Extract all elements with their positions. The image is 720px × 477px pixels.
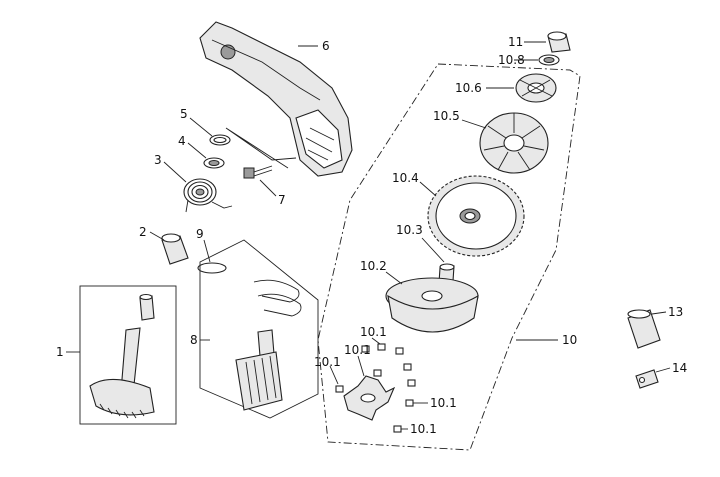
callout-5: 5 [180, 107, 188, 121]
part-10-8-clutch-plate[interactable] [515, 73, 557, 103]
part-10-group-boundary [317, 63, 581, 451]
callout-4: 4 [178, 134, 186, 148]
callout-10-1-b: 10.1 [430, 396, 457, 410]
part-10-7-fan-disc[interactable] [479, 112, 549, 174]
callout-12: 11 [508, 35, 523, 49]
callout-10-8: 10.6 [455, 81, 482, 95]
part-3-kick-spring[interactable] [183, 178, 233, 213]
callout-10-5: 10.3 [396, 223, 423, 237]
part-13-spacer[interactable] [627, 309, 661, 349]
part-1-kick-shaft-assembly[interactable] [79, 285, 177, 425]
callout-14: 14 [672, 361, 687, 375]
callout-6: 6 [322, 39, 330, 53]
callout-10-6: 10.4 [392, 171, 419, 185]
callout-10-1-a: 10.1 [314, 355, 341, 369]
callout-9: 9 [196, 227, 204, 241]
callout-10-7: 10.5 [433, 109, 460, 123]
part-9-o-ring[interactable] [197, 262, 227, 274]
callout-2: 2 [139, 225, 147, 239]
callout-10-4: 10.2 [360, 259, 387, 273]
callout-10-2: 10.1 [344, 343, 371, 357]
callout-3: 3 [154, 153, 162, 167]
callout-8: 8 [190, 333, 198, 347]
part-6-kick-lever[interactable] [199, 21, 353, 177]
part-10-4-pulley[interactable] [385, 277, 479, 333]
callout-1: 1 [56, 345, 64, 359]
callout-11: 10.8 [498, 53, 525, 67]
callout-7: 7 [278, 193, 286, 207]
callout-13: 13 [668, 305, 683, 319]
part-5-circlip[interactable] [209, 134, 231, 146]
part-12-sleeve[interactable] [547, 31, 571, 53]
part-11-seal[interactable] [538, 54, 560, 66]
part-4-washer[interactable] [203, 157, 225, 169]
part-7-bolt[interactable] [243, 165, 273, 179]
part-8-driven-gear-assembly[interactable] [199, 239, 319, 419]
callout-10-1-c: 10.1 [410, 422, 437, 436]
part-10-3-rollers[interactable] [361, 343, 416, 387]
part-10-1-sliders[interactable] [335, 385, 414, 433]
part-2-bushing[interactable] [161, 233, 189, 265]
part-10-2-ramp-plate[interactable] [343, 375, 396, 421]
callout-10: 10 [562, 333, 577, 347]
callout-10-3: 10.1 [360, 325, 387, 339]
part-14-fitting[interactable] [635, 369, 659, 389]
part-10-6-gear[interactable] [427, 175, 525, 257]
